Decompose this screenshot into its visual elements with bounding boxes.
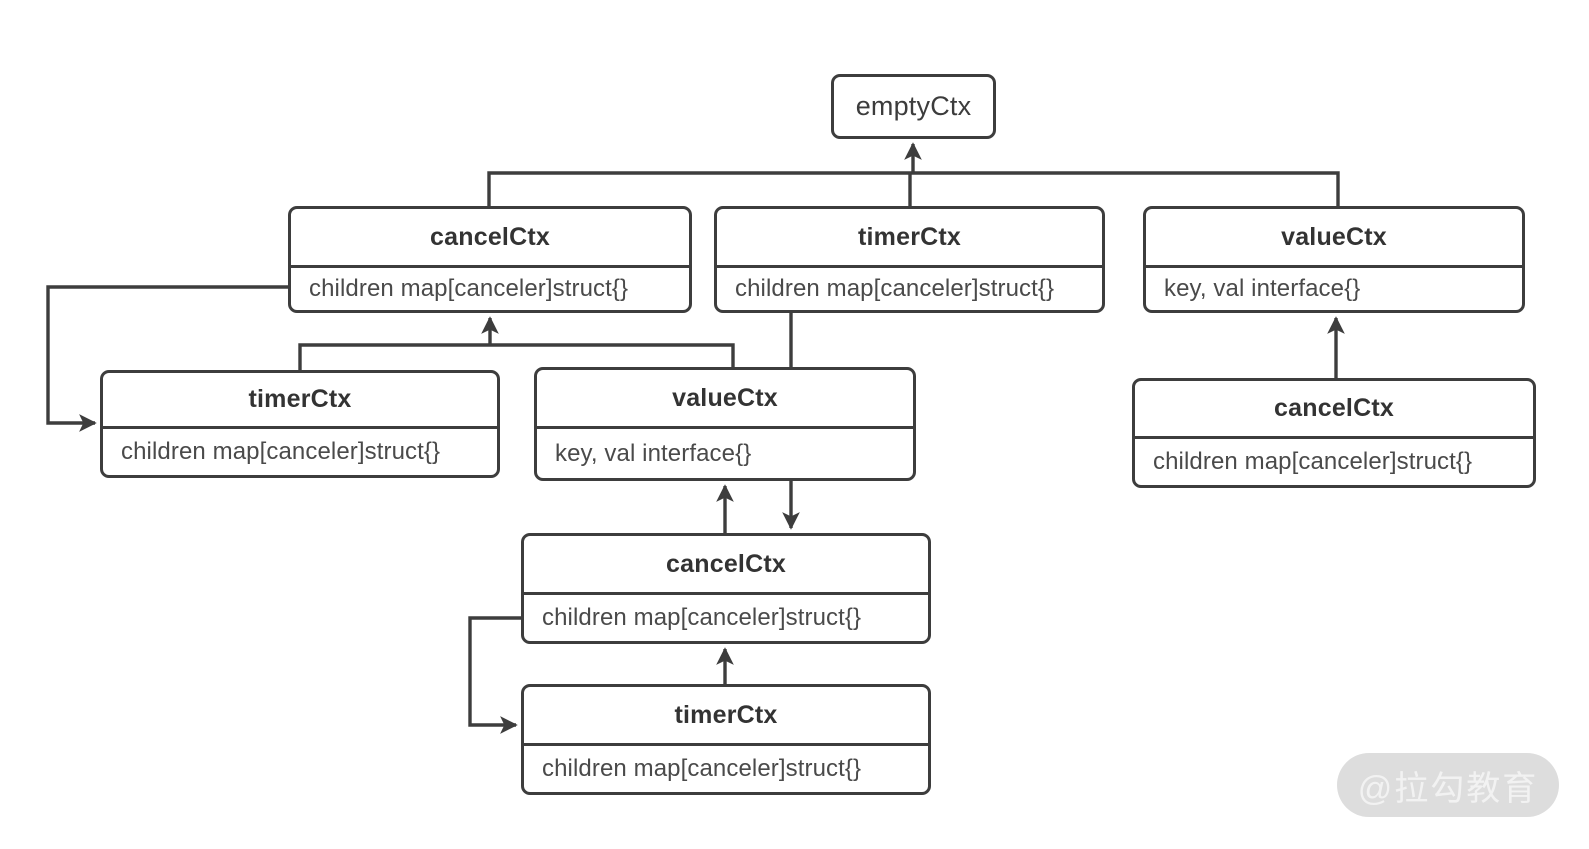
watermark: @拉勾教育 bbox=[1337, 753, 1559, 817]
node-timer-ctx-level4[interactable]: timerCtx children map[canceler]struct{} bbox=[521, 684, 931, 795]
node-cancel-ctx-level3[interactable]: cancelCtx children map[canceler]struct{} bbox=[521, 533, 931, 644]
node-timer-ctx-level1[interactable]: timerCtx children map[canceler]struct{} bbox=[714, 206, 1105, 313]
node-field-keyval: key, val interface{} bbox=[1146, 265, 1522, 310]
node-field-children: children map[canceler]struct{} bbox=[524, 592, 928, 641]
node-cancel-ctx-level2-right[interactable]: cancelCtx children map[canceler]struct{} bbox=[1132, 378, 1536, 488]
node-title: cancelCtx bbox=[666, 549, 786, 578]
node-title: timerCtx bbox=[674, 700, 778, 729]
node-field-children: children map[canceler]struct{} bbox=[103, 426, 497, 475]
node-cancel-ctx-level1[interactable]: cancelCtx children map[canceler]struct{} bbox=[288, 206, 692, 313]
node-field-children: children map[canceler]struct{} bbox=[291, 265, 689, 310]
node-title: timerCtx bbox=[857, 222, 962, 251]
edge-cancel-l3-loop-to-timer-l4 bbox=[468, 616, 521, 734]
edge-cancel-l1-to-empty bbox=[487, 171, 913, 206]
node-title: emptyCtx bbox=[855, 91, 972, 121]
node-title: timerCtx bbox=[248, 385, 352, 413]
node-value-ctx-level2-mid[interactable]: valueCtx key, val interface{} bbox=[534, 367, 916, 481]
node-field-keyval: key, val interface{} bbox=[537, 426, 913, 478]
node-empty-ctx-root[interactable]: emptyCtx bbox=[831, 74, 996, 139]
node-title: cancelCtx bbox=[1274, 394, 1394, 422]
node-title: valueCtx bbox=[1281, 222, 1387, 251]
edge-value-l2-to-cancel-l1 bbox=[490, 343, 735, 367]
node-timer-ctx-level2-left[interactable]: timerCtx children map[canceler]struct{} bbox=[100, 370, 500, 478]
edge-timer-l2-to-cancel-l1 bbox=[298, 343, 490, 370]
node-title: cancelCtx bbox=[430, 222, 550, 251]
node-field-children: children map[canceler]struct{} bbox=[717, 265, 1102, 310]
edge-value-l1-to-empty bbox=[913, 171, 1340, 206]
node-field-children: children map[canceler]struct{} bbox=[1135, 436, 1533, 485]
node-field-children: children map[canceler]struct{} bbox=[524, 743, 928, 792]
node-value-ctx-level1[interactable]: valueCtx key, val interface{} bbox=[1143, 206, 1525, 313]
node-title: valueCtx bbox=[672, 383, 778, 412]
